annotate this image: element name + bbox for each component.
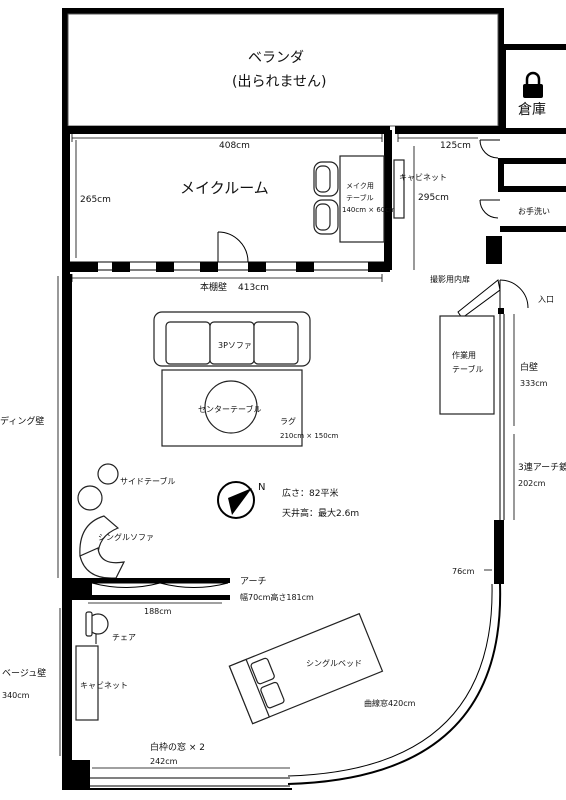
- side-table-label: サイドテーブル: [120, 476, 176, 486]
- dim-242: 242cm: [150, 757, 178, 766]
- dim-188: 188cm: [144, 607, 172, 616]
- pudding-wall-label: ディング壁: [0, 415, 44, 427]
- dim-408: 408cm: [219, 141, 250, 151]
- makeup-table: [339, 155, 385, 243]
- arch-size: 幅70cm高さ181cm: [240, 592, 314, 602]
- side-table: サイドテーブル: [77, 463, 176, 511]
- triple-arch-label: 3連アーチ鏡: [518, 461, 566, 473]
- arch-label: アーチ: [240, 576, 266, 587]
- curved-window: 曲線窓420cm 76cm: [287, 567, 502, 785]
- makeup-room-label: メイクルーム: [180, 179, 269, 197]
- toilet-label: お手洗い: [518, 206, 550, 216]
- cabinet-top: [393, 159, 405, 219]
- chair: チェア: [85, 611, 136, 644]
- veranda: ベランダ (出られません): [62, 8, 504, 128]
- entrance-label: 入口: [538, 295, 554, 304]
- sofa-3p: 3Pソファ: [153, 311, 311, 367]
- hall-area: キャビネット 125cm 295cm お手洗い 撮影用内扉 入口: [393, 134, 566, 319]
- veranda-label: ベランダ: [248, 50, 304, 66]
- cabinet-bottom-label: キャビネット: [80, 681, 128, 690]
- rug-size: 210cm × 150cm: [280, 432, 339, 440]
- dim-295: 295cm: [418, 193, 449, 203]
- dim-202: 202cm: [518, 479, 546, 488]
- makeup-room: メイクルーム 408cm 265cm メイク用 テーブル 140cm × 60c…: [68, 130, 396, 272]
- single-sofa: シングルソファ: [79, 515, 154, 579]
- sofa-3p-label: 3Pソファ: [218, 341, 252, 350]
- single-bed-label: シングルベッド: [306, 658, 362, 668]
- lock-icon: [523, 71, 543, 98]
- work-table-label-2: テーブル: [452, 364, 484, 374]
- work-table: 作業用 テーブル: [439, 315, 495, 415]
- north-label: N: [258, 482, 265, 493]
- makeup-chair: [313, 199, 339, 235]
- makeup-table-label-2: テーブル: [346, 193, 374, 202]
- compass-icon: N: [217, 481, 265, 519]
- center-table-label: センターテーブル: [198, 404, 262, 414]
- studio-inner-door-label: 撮影用内扉: [430, 274, 470, 284]
- white-window-label: 白枠の窓 × 2: [150, 741, 205, 753]
- dim-413: 413cm: [238, 283, 269, 293]
- ceiling-label: 天井高：最大2.6m: [282, 507, 359, 519]
- white-wall-label: 白壁: [520, 361, 538, 373]
- bookshelf-wall-label: 本棚壁: [200, 281, 227, 293]
- cabinet-top-label: キャビネット: [399, 173, 447, 182]
- area-label: 広さ：82平米: [282, 487, 338, 499]
- work-table-label-1: 作業用: [452, 350, 476, 360]
- dim-340: 340cm: [2, 691, 30, 700]
- dim-265: 265cm: [80, 195, 111, 205]
- veranda-note: (出られません): [232, 74, 327, 90]
- rug: センターテーブル ラグ 210cm × 150cm: [161, 369, 339, 447]
- makeup-table-label-1: メイク用: [346, 182, 374, 190]
- storage-label: 倉庫: [518, 101, 546, 118]
- arch-wall: アーチ 幅70cm高さ181cm 188cm: [72, 576, 314, 616]
- single-bed: [228, 612, 384, 725]
- center-table: [204, 380, 258, 434]
- makeup-chair: [313, 161, 339, 197]
- dim-76: 76cm: [452, 567, 475, 576]
- beige-wall-label: ベージュ壁: [2, 667, 46, 679]
- makeup-table-size: 140cm × 60cm: [342, 206, 396, 214]
- bottom-wall: 白枠の窓 × 2 242cm: [86, 741, 292, 790]
- curved-window-label: 曲線窓420cm: [364, 698, 416, 708]
- rug-label: ラグ: [280, 416, 296, 426]
- dim-333: 333cm: [520, 379, 548, 388]
- storage-room: 倉庫: [500, 44, 566, 134]
- dim-125: 125cm: [440, 141, 471, 151]
- chair-label: チェア: [112, 633, 136, 642]
- single-sofa-label: シングルソファ: [98, 532, 154, 542]
- cabinet-bottom: [75, 645, 99, 721]
